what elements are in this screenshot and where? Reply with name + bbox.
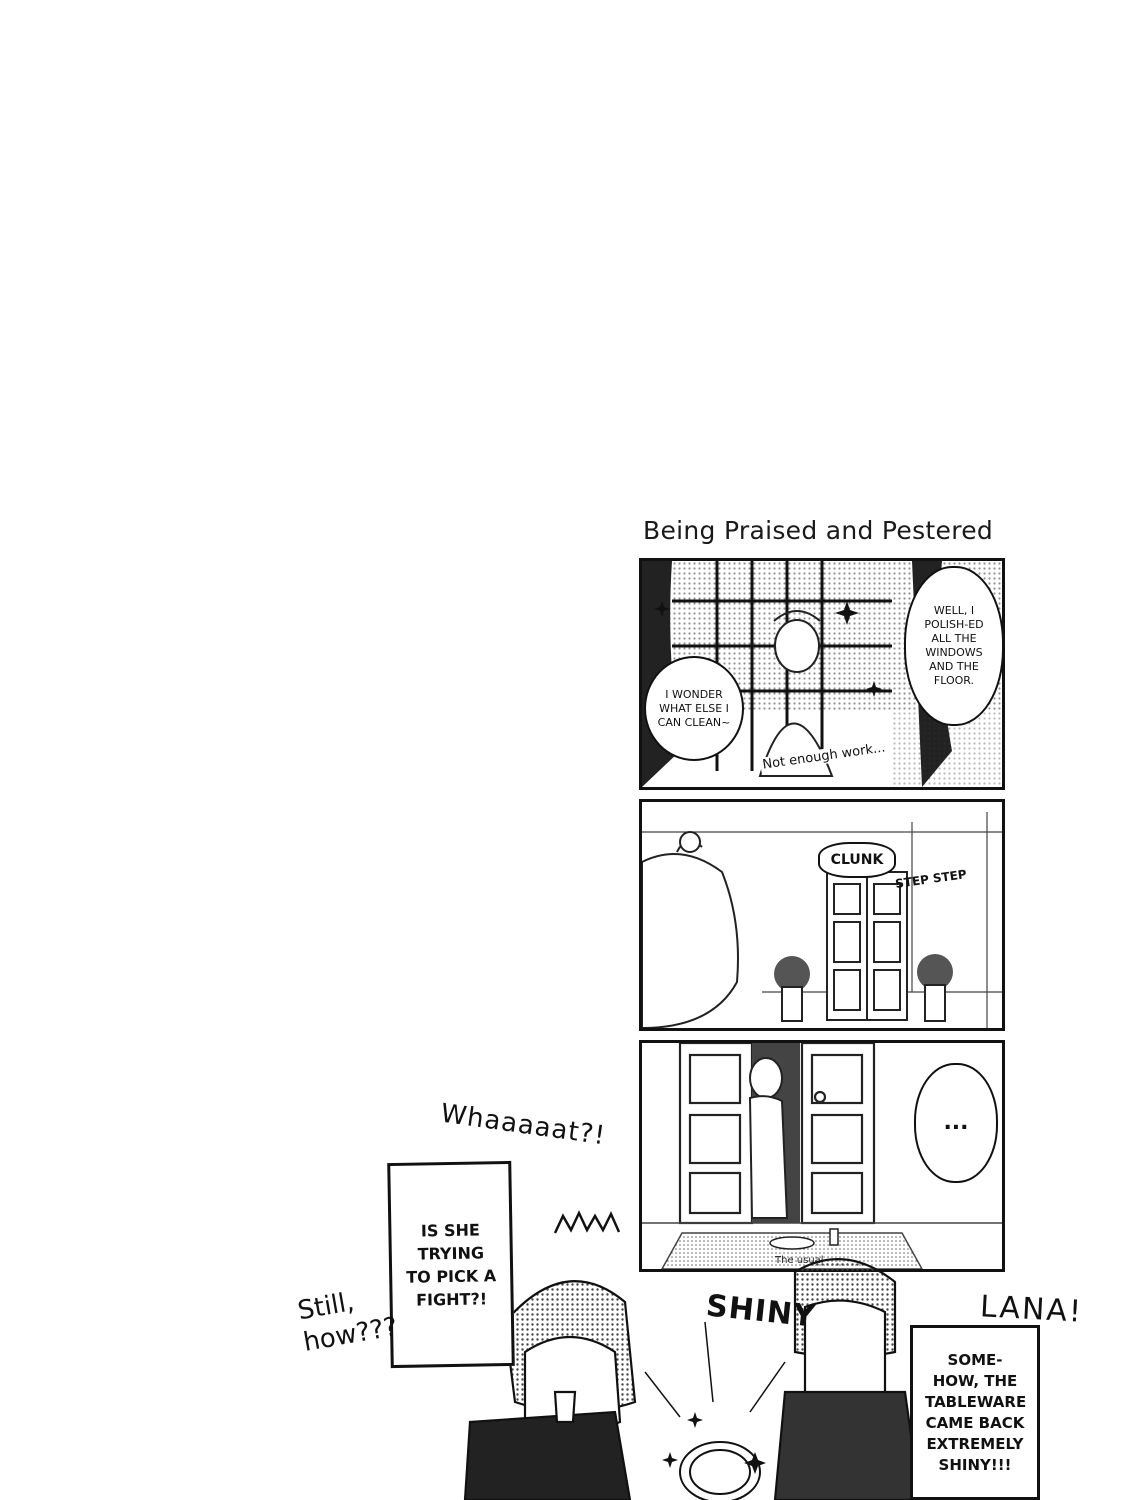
sfx-clunk: CLUNK bbox=[830, 852, 884, 868]
panel-3: ... The usual bbox=[639, 1040, 1005, 1272]
panel-2: CLUNK STEP STEP bbox=[639, 799, 1005, 1031]
maids-drawing bbox=[463, 1258, 922, 1500]
door-scene bbox=[642, 802, 1002, 1028]
sfx-whaaaat: Whaaaaat?! bbox=[438, 1098, 608, 1152]
speech-bubble-left: I WONDER WHAT ELSE I CAN CLEAN~ bbox=[644, 656, 744, 761]
anger-squiggle bbox=[553, 1210, 621, 1234]
speech-bubble-right: WELL, I POLISH-ED ALL THE WINDOWS AND TH… bbox=[904, 566, 1002, 726]
maids-illustration bbox=[455, 1222, 965, 1500]
strip-title: Being Praised and Pestered bbox=[643, 516, 994, 545]
speech-bubble-ellipsis: ... bbox=[914, 1063, 998, 1183]
speech-box-right-text: SOME-HOW, THE TABLEWARE CAME BACK EXTREM… bbox=[925, 1350, 1027, 1474]
note-the-usual: The usual bbox=[775, 1255, 824, 1266]
sfx-lana: LANA! bbox=[979, 1289, 1084, 1330]
sfx-still-how-text: Still, how??? bbox=[295, 1287, 400, 1358]
panel-1: I WONDER WHAT ELSE I CAN CLEAN~ WELL, I … bbox=[639, 558, 1005, 790]
speech-box-right: SOME-HOW, THE TABLEWARE CAME BACK EXTREM… bbox=[910, 1325, 1040, 1500]
door-open-scene bbox=[642, 1043, 1002, 1269]
sfx-clunk-burst: CLUNK bbox=[818, 842, 896, 878]
speech-box-left-text: IS SHE TRYING TO PICK A FIGHT?! bbox=[406, 1219, 497, 1310]
